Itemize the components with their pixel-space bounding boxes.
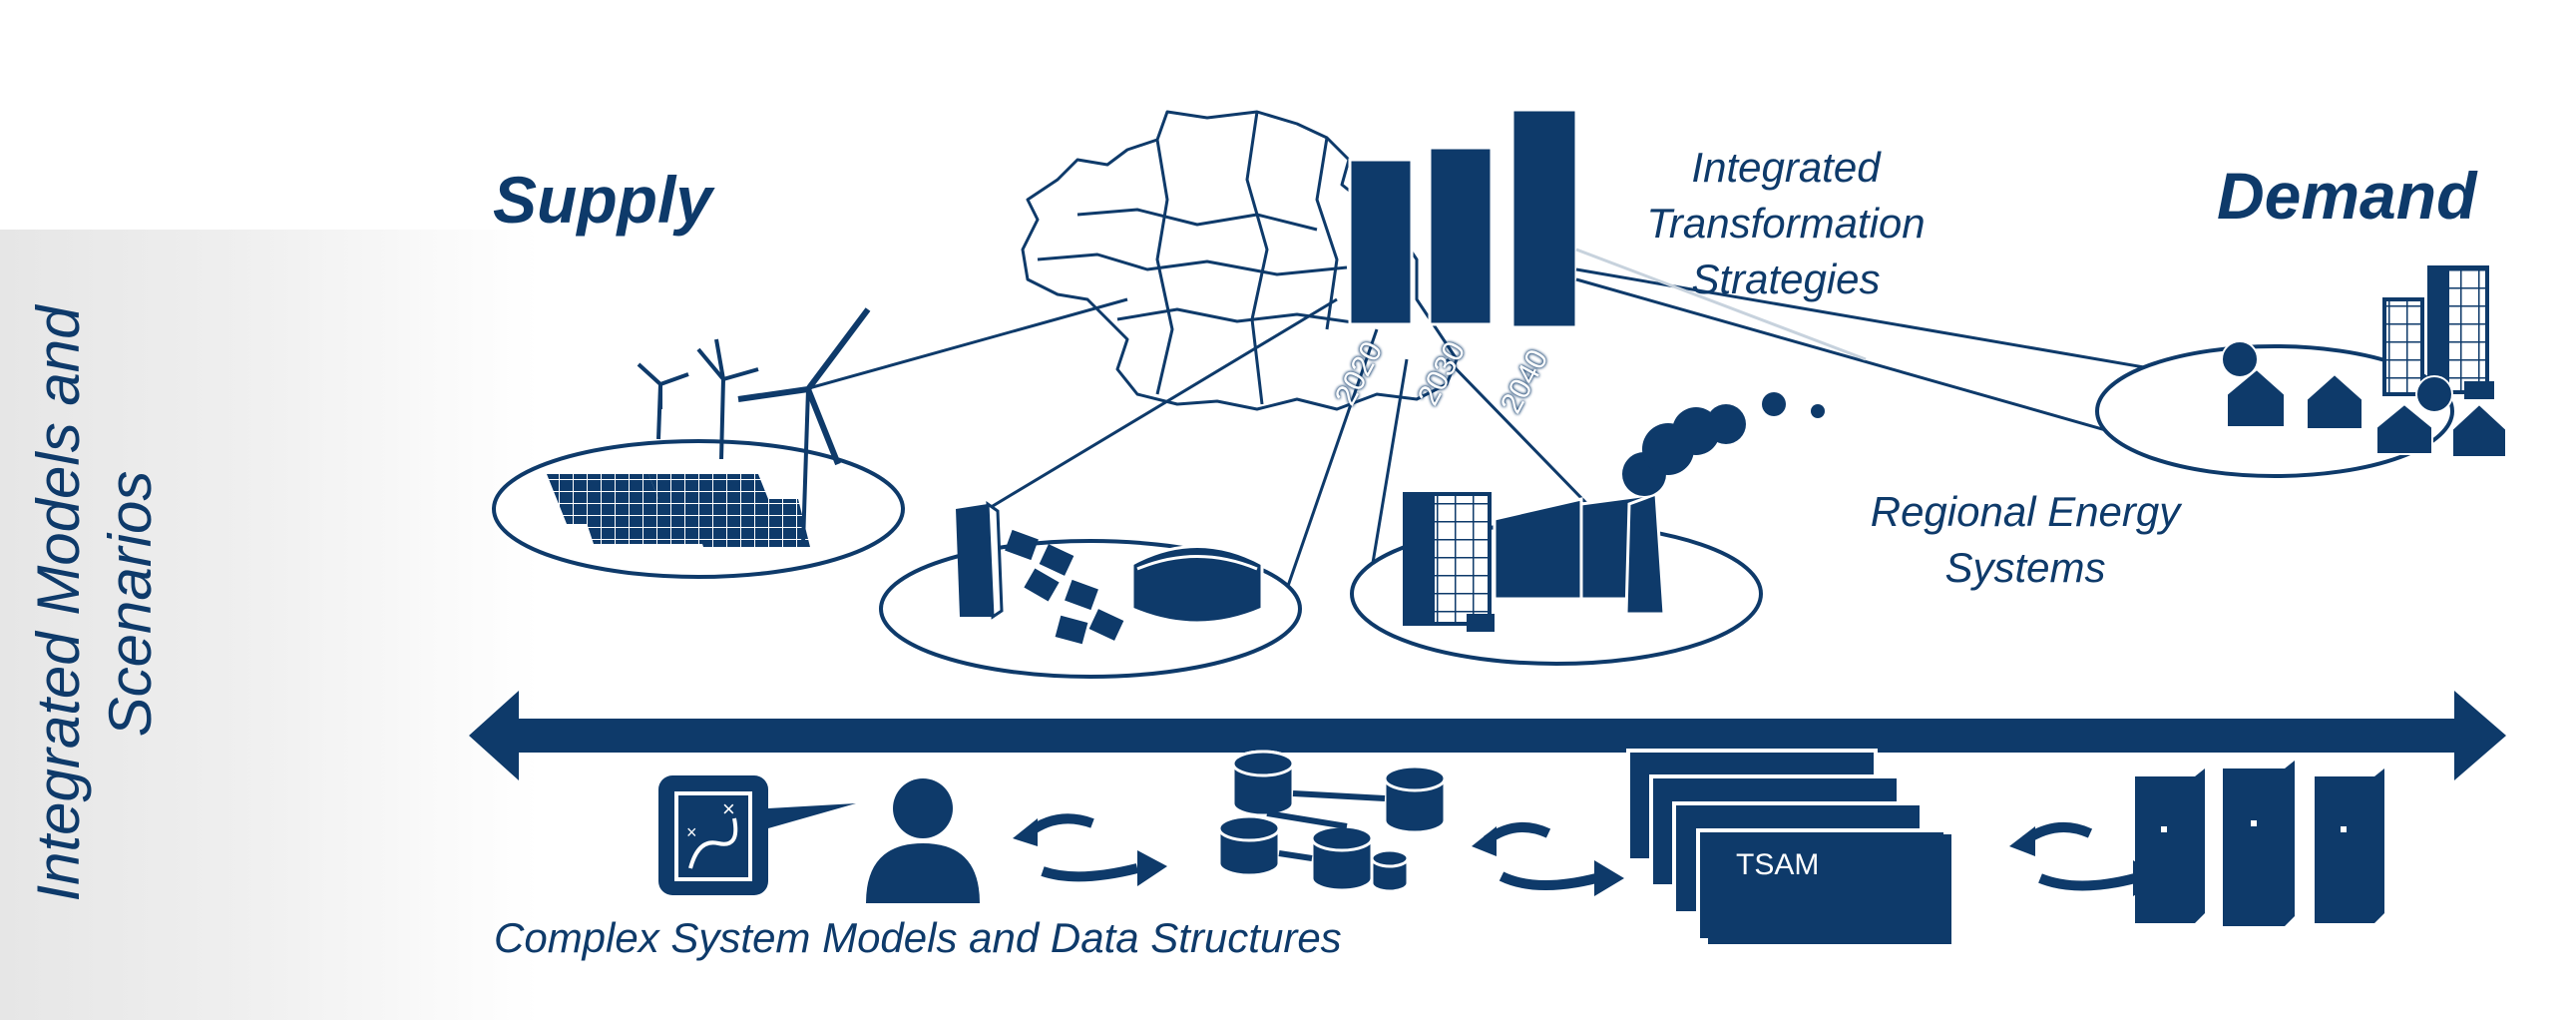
server-rack-icon <box>2135 761 2384 926</box>
background-panel <box>0 230 539 1020</box>
wind-turbine-icon <box>637 307 871 545</box>
database-icon <box>1217 750 1447 893</box>
bar-2040 <box>1510 108 1578 329</box>
bar-2020 <box>1348 158 1414 326</box>
connection-lines <box>797 248 2186 600</box>
power-plant-icon <box>1350 392 1825 666</box>
biogas-plant-icon <box>879 501 1302 679</box>
transformation-bars <box>1348 108 1578 329</box>
complex-models-label: Complex System Models and Data Structure… <box>494 914 1342 961</box>
demand-heading: Demand <box>2217 159 2477 233</box>
map-germany-icon <box>1021 110 1459 411</box>
solar-wind-node <box>492 307 905 579</box>
cycle-arrows-icon <box>1013 813 1167 886</box>
svg-text:×: × <box>686 822 697 842</box>
supply-heading: Supply <box>493 163 713 237</box>
tsam-label: TSAM <box>1736 848 1820 881</box>
tsam-stack <box>1626 749 1951 944</box>
svg-text:×: × <box>722 796 735 821</box>
solar-panel-icon <box>547 474 810 547</box>
integrated-transformation-label: Integrated Transformation Strategies <box>1646 144 1926 302</box>
double-arrow-icon <box>469 691 2506 780</box>
demand-node <box>2095 265 2507 478</box>
office-tower-icon <box>2382 265 2494 399</box>
user-icon <box>866 778 980 903</box>
cycle-arrows-icon <box>1472 821 1624 896</box>
bar-2030 <box>1428 146 1494 326</box>
strategy-board-icon: × × <box>658 775 856 895</box>
regional-energy-label: Regional Energy Systems <box>1870 488 2181 591</box>
houses-icon <box>2221 340 2507 458</box>
